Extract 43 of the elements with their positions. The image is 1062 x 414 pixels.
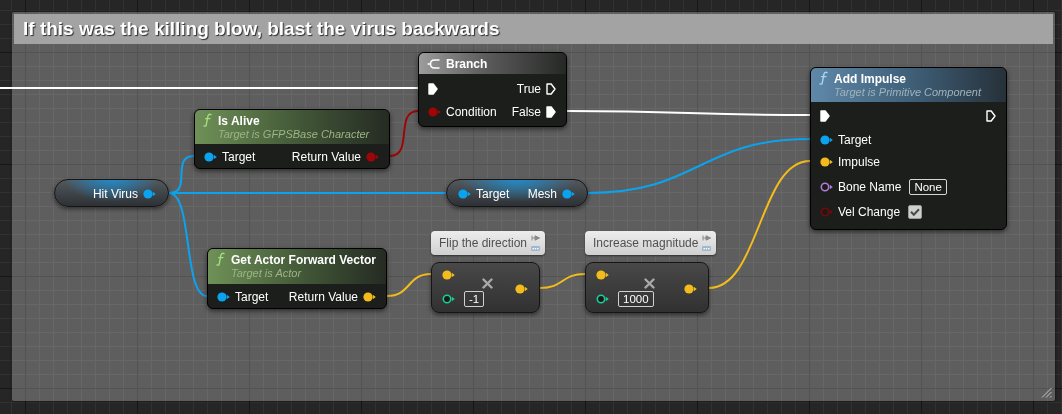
pin-label: Target — [222, 150, 256, 164]
wire — [587, 138, 811, 194]
node-title: Get Actor Forward Vector — [231, 253, 376, 267]
bubble-text: Increase magnitude — [593, 236, 699, 250]
number-field: 1000 — [618, 291, 654, 307]
wire — [168, 192, 208, 297]
wire — [708, 160, 811, 289]
pin-label: Vel Change — [838, 205, 901, 219]
pin-label: Condition — [446, 105, 497, 119]
pin-label: Mesh — [527, 187, 557, 201]
wire — [566, 110, 811, 116]
text-field: None — [909, 179, 947, 195]
pin-label: Target — [235, 290, 269, 304]
bubble-text: Flip the direction — [439, 236, 528, 250]
pin-label: Hit Virus — [92, 187, 138, 201]
function-node — [810, 67, 1007, 230]
node-subtitle: Target is GFPSBase Character — [218, 127, 370, 141]
math-node — [585, 262, 709, 313]
node-title: Branch — [446, 56, 488, 71]
number-field: -1 — [464, 291, 485, 307]
variable-node — [446, 179, 588, 207]
pin-label: Return Value — [288, 290, 358, 304]
function-node — [194, 109, 390, 169]
wire — [539, 273, 586, 289]
pin-label: Target — [476, 187, 510, 201]
pin-label: False — [511, 105, 541, 119]
node-title: Is Alive — [218, 113, 261, 128]
function-node — [418, 52, 567, 127]
math-node — [431, 262, 540, 313]
wire — [386, 273, 432, 297]
node-subtitle: Target is Actor — [231, 267, 303, 280]
pin-label: True — [516, 82, 541, 96]
wire — [0, 87, 419, 89]
pin-label: Target — [838, 133, 872, 147]
node-title: Add Impulse — [834, 71, 907, 86]
wire — [389, 110, 419, 157]
variable-node — [54, 179, 169, 207]
comment-title: If this was the killing blow, blast the virus backwards — [14, 14, 1053, 44]
pin-label: Impulse — [838, 155, 881, 169]
function-node — [207, 248, 387, 309]
pin-label: Bone Name — [838, 180, 902, 194]
pin-label: Return Value — [291, 150, 361, 164]
node-subtitle: Target is Primitive Component — [834, 85, 981, 99]
